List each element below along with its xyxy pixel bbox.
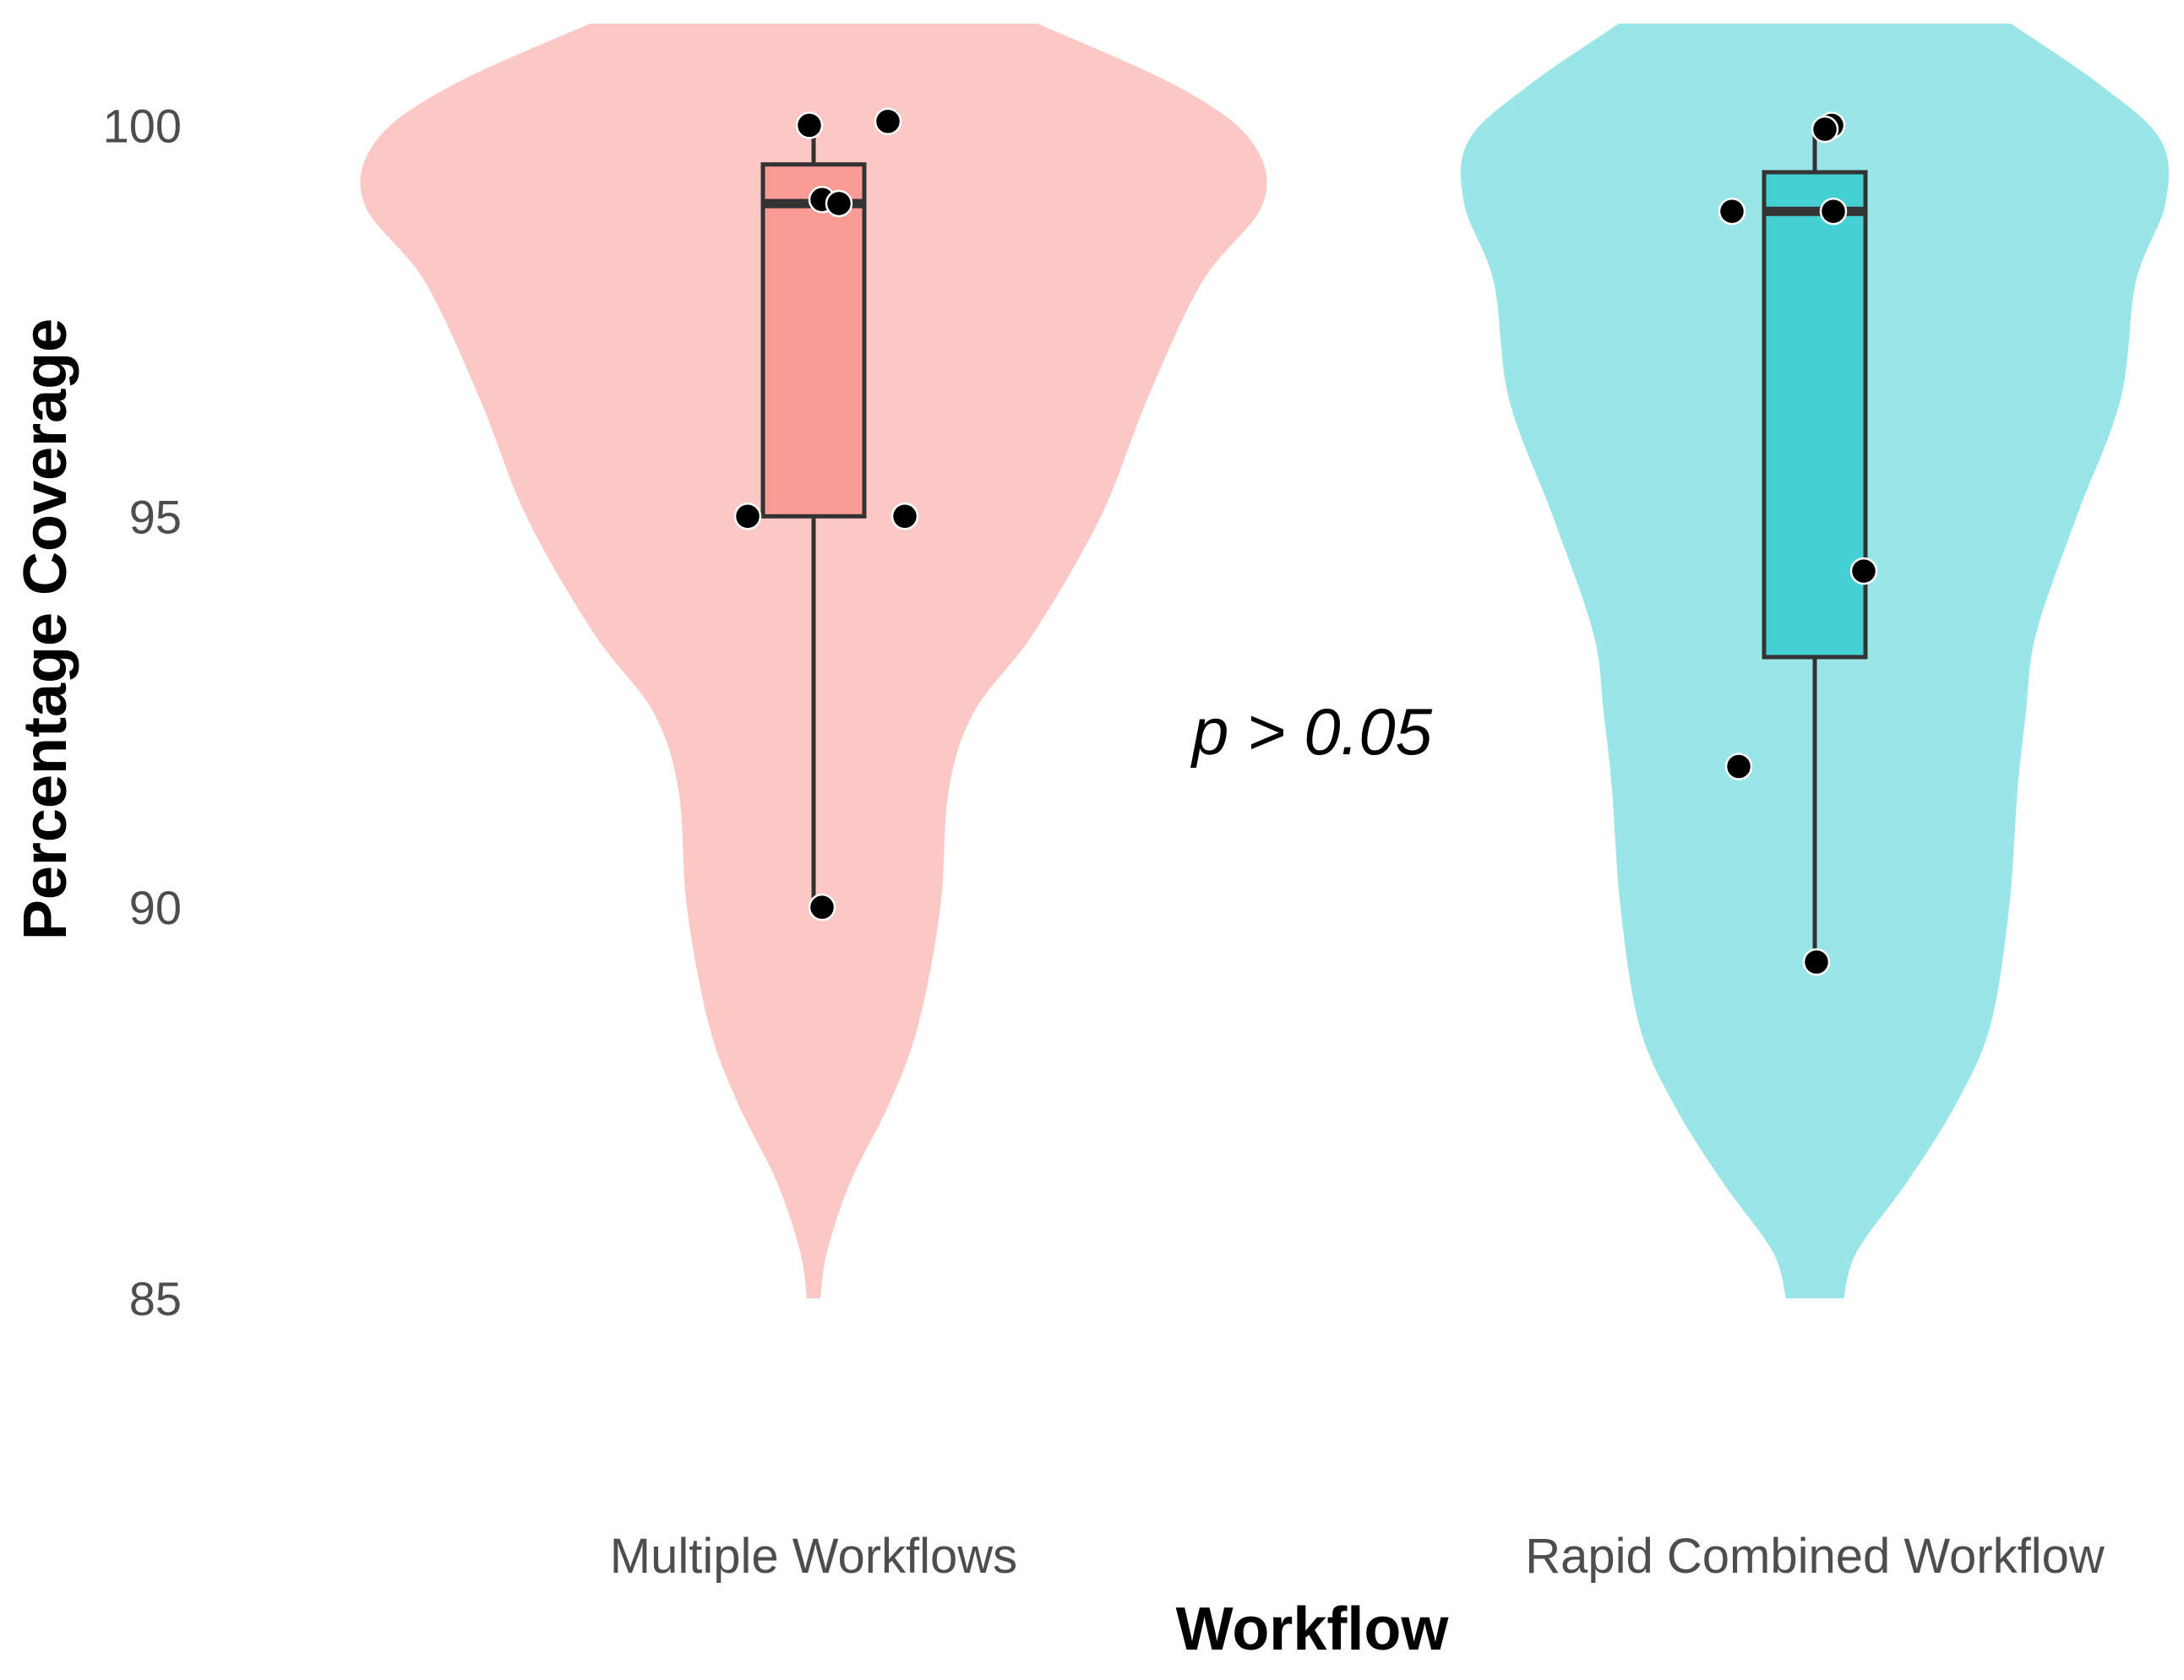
data-point-2-3 bbox=[1819, 197, 1848, 226]
boxplot-layer bbox=[760, 125, 1868, 962]
data-point-1-6 bbox=[890, 503, 919, 530]
y-axis-ticks: 85 90 95 100 bbox=[103, 99, 182, 1325]
p-value-annotation: p > 0.05 bbox=[1190, 694, 1433, 769]
data-point-2-2 bbox=[1811, 115, 1839, 144]
y-tick-label-100: 100 bbox=[103, 99, 182, 152]
box-2 bbox=[1762, 170, 1868, 660]
data-point-2-6 bbox=[1724, 753, 1753, 780]
data-point-2-4 bbox=[1718, 197, 1746, 226]
box-1 bbox=[760, 162, 867, 519]
x-axis-title: Workflow bbox=[1176, 1596, 1450, 1663]
data-point-1-5 bbox=[733, 503, 762, 530]
data-point-1-2 bbox=[874, 107, 902, 135]
y-tick-label-85: 85 bbox=[129, 1272, 182, 1325]
x-tick-label-1: Multiple Workflows bbox=[610, 1529, 1017, 1584]
data-point-2-7 bbox=[1802, 948, 1831, 976]
y-tick-label-90: 90 bbox=[129, 881, 182, 934]
violin-layer bbox=[360, 24, 2170, 1299]
data-point-1-1 bbox=[795, 111, 824, 139]
data-point-1-4 bbox=[825, 189, 853, 218]
data-point-2-5 bbox=[1849, 557, 1878, 585]
data-points-layer bbox=[733, 107, 1878, 976]
data-point-1-7 bbox=[808, 893, 836, 922]
y-axis-title: Percentage Coverage bbox=[12, 318, 79, 940]
x-axis-ticks: Multiple Workflows Rapid Combined Workflo… bbox=[610, 1529, 2105, 1584]
x-tick-label-2: Rapid Combined Workflow bbox=[1525, 1529, 2105, 1584]
y-tick-label-95: 95 bbox=[129, 490, 182, 543]
